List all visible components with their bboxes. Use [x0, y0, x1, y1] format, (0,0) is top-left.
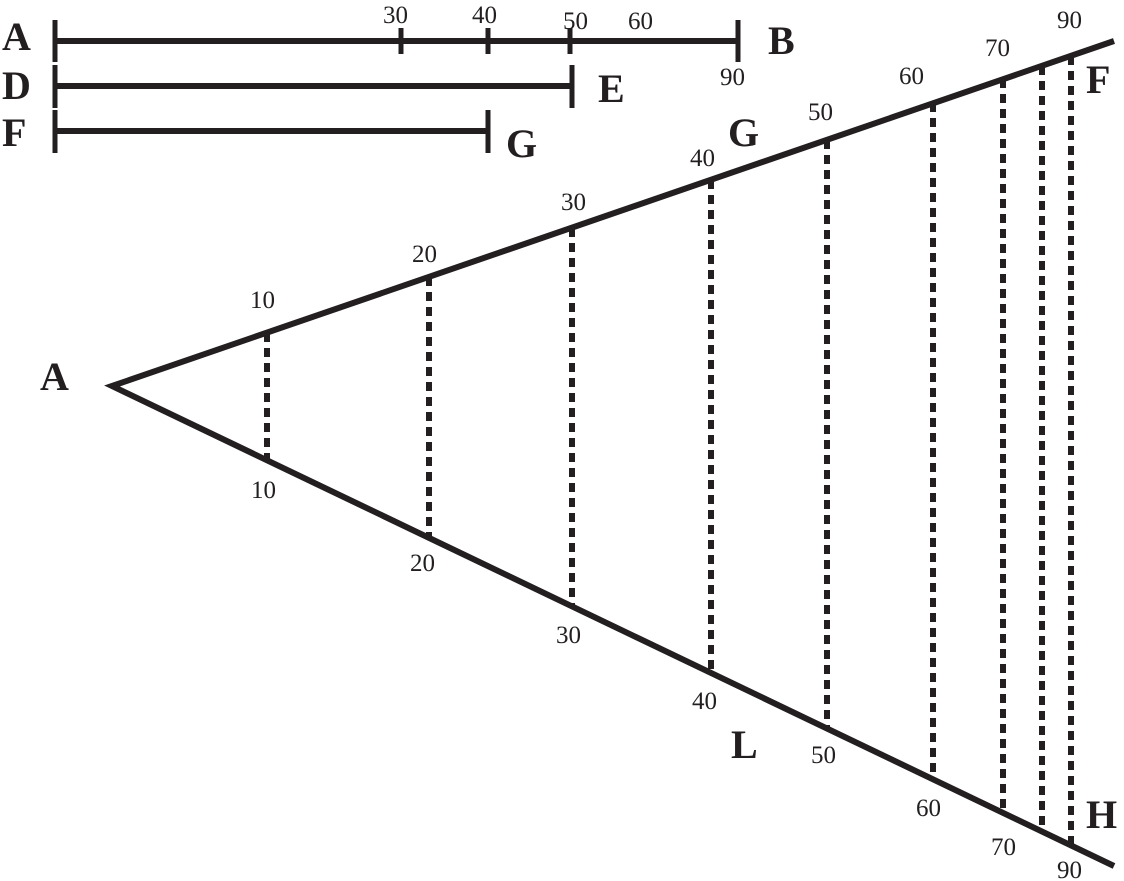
- mark-ab-40: 40: [472, 2, 497, 29]
- label-vertex-a: A: [40, 354, 69, 399]
- upper-mark-90: 90: [1057, 7, 1082, 34]
- upper-mark-20: 20: [412, 241, 437, 268]
- lower-mark-50: 50: [811, 742, 836, 769]
- upper-mark-40: 40: [690, 145, 715, 172]
- angle-rays: [104, 38, 1116, 869]
- mark-ab-90: 90: [720, 64, 745, 91]
- scale-bar-fg: F G: [2, 110, 537, 166]
- lower-mark-10: 10: [251, 477, 276, 504]
- scale-bar-ab: A B 30 40 50 60 90: [2, 2, 795, 91]
- mark-ab-50: 50: [563, 8, 588, 35]
- label-e: E: [598, 66, 625, 111]
- mark-ab-30: 30: [383, 2, 408, 29]
- lower-mark-90: 90: [1057, 857, 1082, 881]
- label-l: L: [731, 722, 758, 767]
- angle-figure: A F H G L 10 20 30 40 50 60 70 90 10 20 …: [40, 7, 1117, 881]
- upper-mark-10: 10: [250, 287, 275, 314]
- label-b: B: [768, 18, 795, 63]
- label-f-bar: F: [2, 110, 26, 155]
- label-g-bar: G: [506, 121, 537, 166]
- label-d: D: [2, 63, 31, 108]
- lower-mark-20: 20: [410, 550, 435, 577]
- upper-mark-70: 70: [985, 35, 1010, 62]
- label-h: H: [1086, 792, 1117, 837]
- upper-mark-30: 30: [561, 189, 586, 216]
- label-f: F: [1086, 57, 1110, 102]
- lower-mark-40: 40: [692, 688, 717, 715]
- upper-mark-60: 60: [899, 63, 924, 90]
- label-g: G: [728, 110, 759, 155]
- lower-mark-70: 70: [991, 834, 1016, 861]
- lower-mark-30: 30: [556, 622, 581, 649]
- scale-bar-de: D E: [2, 63, 625, 111]
- upper-mark-50: 50: [808, 99, 833, 126]
- mark-ab-60: 60: [628, 8, 653, 35]
- lower-mark-60: 60: [916, 795, 941, 822]
- label-a-bar: A: [2, 14, 31, 59]
